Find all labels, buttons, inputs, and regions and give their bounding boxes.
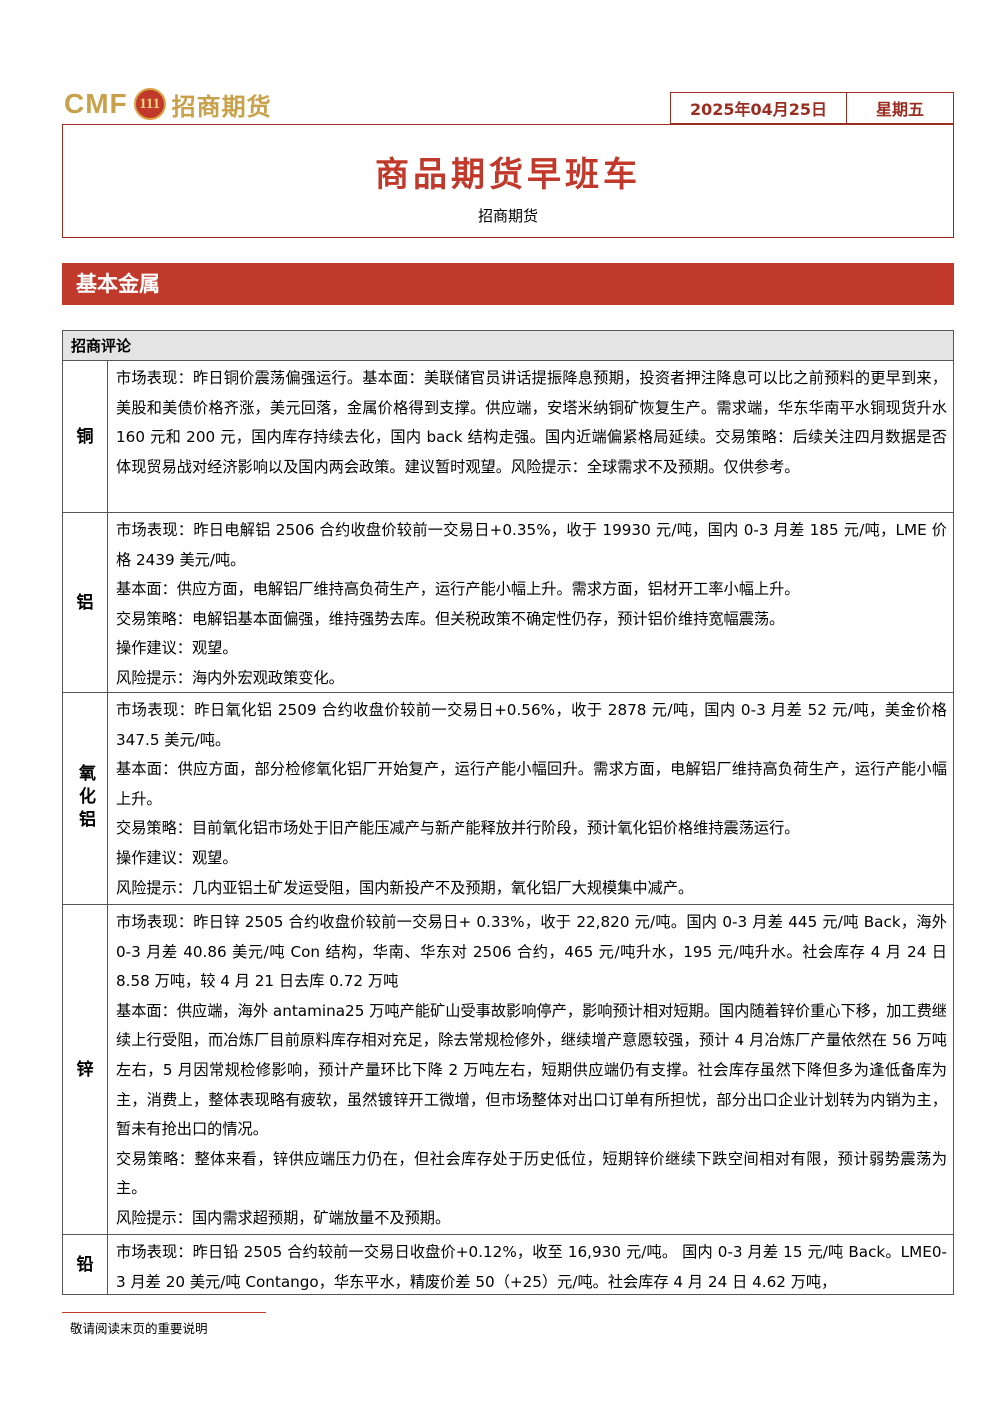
footer-note: 敬请阅读末页的重要说明 bbox=[70, 1321, 208, 1336]
company-logo: CMF 111 招商期货 bbox=[64, 84, 272, 124]
table-row-alumina: 氧化铝 市场表现：昨日氧化铝 2509 合约收盘价较前一交易日+0.56%，收于… bbox=[63, 693, 953, 905]
paragraph: 风险提示：几内亚铝土矿发运受阻，国内新投产不及预期，氧化铝厂大规模集中减产。 bbox=[116, 878, 694, 897]
page-subtitle: 招商期货 bbox=[477, 207, 538, 225]
row-content-aluminum: 市场表现：昨日电解铝 2506 合约收盘价较前一交易日+0.35%，收于 199… bbox=[108, 513, 953, 692]
footer-divider bbox=[62, 1312, 266, 1313]
table-row-aluminum: 铝 市场表现：昨日电解铝 2506 合约收盘价较前一交易日+0.35%，收于 1… bbox=[63, 513, 953, 693]
paragraph: 风险提示：国内需求超预期，矿端放量不及预期。 bbox=[116, 1208, 451, 1227]
row-content-copper: 市场表现：昨日铜价震荡偏强运行。基本面：美联储官员讲话提振降息预期，投资者押注降… bbox=[108, 361, 953, 512]
paragraph: 交易策略：目前氧化铝市场处于旧产能压减产与新产能释放并行阶段，预计氧化铝价格维持… bbox=[116, 819, 800, 838]
paragraph: 基本面：供应方面，电解铝厂维持高负荷生产，运行产能小幅上升。需求方面，铝材开工率… bbox=[116, 580, 800, 599]
report-date: 2025年04月25日 bbox=[670, 92, 846, 124]
title-box: 商品期货早班车 招商期货 bbox=[62, 124, 954, 238]
paragraph: 市场表现：昨日氧化铝 2509 合约收盘价较前一交易日+0.56%，收于 287… bbox=[116, 701, 947, 749]
logo-seal-icon: 111 bbox=[133, 88, 166, 120]
paragraph: 操作建议：观望。 bbox=[116, 848, 238, 867]
paragraph: 交易策略：整体来看，锌供应端压力仍在，但社会库存处于历史低位，短期锌价继续下跌空… bbox=[116, 1149, 947, 1198]
logo-cn-text: 招商期货 bbox=[171, 92, 272, 121]
section-title: 基本金属 bbox=[62, 263, 954, 305]
row-label-aluminum: 铝 bbox=[63, 513, 108, 692]
paragraph: 基本面：供应端，海外 antamina25 万吨产能矿山受事故影响停产，影响预计… bbox=[116, 1001, 947, 1139]
row-label-alumina-text: 氧化铝 bbox=[75, 764, 95, 833]
paragraph: 基本面：供应方面，部分检修氧化铝厂开始复产，运行产能小幅回升。需求方面，电解铝厂… bbox=[116, 760, 947, 808]
page-title: 商品期货早班车 bbox=[375, 155, 641, 195]
commentary-table: 招商评论 铜 市场表现：昨日铜价震荡偏强运行。基本面：美联储官员讲话提振降息预期… bbox=[62, 330, 954, 1295]
table-row-copper: 铜 市场表现：昨日铜价震荡偏强运行。基本面：美联储官员讲话提振降息预期，投资者押… bbox=[63, 361, 953, 513]
paragraph: 交易策略：电解铝基本面偏强，维持强势去库。但关税政策不确定性仍存，预计铝价维持宽… bbox=[116, 609, 785, 628]
row-content-lead: 市场表现：昨日铅 2505 合约较前一交易日收盘价+0.12%，收至 16,93… bbox=[108, 1235, 953, 1294]
paragraph: 操作建议：观望。 bbox=[116, 639, 238, 658]
row-label-zinc: 锌 bbox=[63, 905, 108, 1234]
row-label-alumina: 氧化铝 bbox=[63, 693, 108, 904]
row-label-copper: 铜 bbox=[63, 361, 108, 512]
paragraph: 市场表现：昨日电解铝 2506 合约收盘价较前一交易日+0.35%，收于 199… bbox=[116, 521, 947, 569]
paragraph: 市场表现：昨日铜价震荡偏强运行。基本面：美联储官员讲话提振降息预期，投资者押注降… bbox=[116, 369, 947, 476]
paragraph: 风险提示：海内外宏观政策变化。 bbox=[116, 668, 344, 687]
table-row-zinc: 锌 市场表现：昨日锌 2505 合约收盘价较前一交易日+ 0.33%，收于 22… bbox=[63, 905, 953, 1235]
row-content-alumina: 市场表现：昨日氧化铝 2509 合约收盘价较前一交易日+0.56%，收于 287… bbox=[108, 693, 953, 904]
row-content-zinc: 市场表现：昨日锌 2505 合约收盘价较前一交易日+ 0.33%，收于 22,8… bbox=[108, 905, 953, 1234]
row-label-lead: 铅 bbox=[63, 1235, 108, 1294]
paragraph: 市场表现：昨日锌 2505 合约收盘价较前一交易日+ 0.33%，收于 22,8… bbox=[116, 913, 947, 991]
logo-cmf-text: CMF bbox=[64, 88, 128, 119]
table-row-lead: 铅 市场表现：昨日铅 2505 合约较前一交易日收盘价+0.12%，收至 16,… bbox=[63, 1235, 953, 1295]
paragraph: 市场表现：昨日铅 2505 合约较前一交易日收盘价+0.12%，收至 16,93… bbox=[116, 1243, 947, 1291]
report-weekday: 星期五 bbox=[846, 92, 954, 124]
table-header: 招商评论 bbox=[63, 331, 953, 361]
